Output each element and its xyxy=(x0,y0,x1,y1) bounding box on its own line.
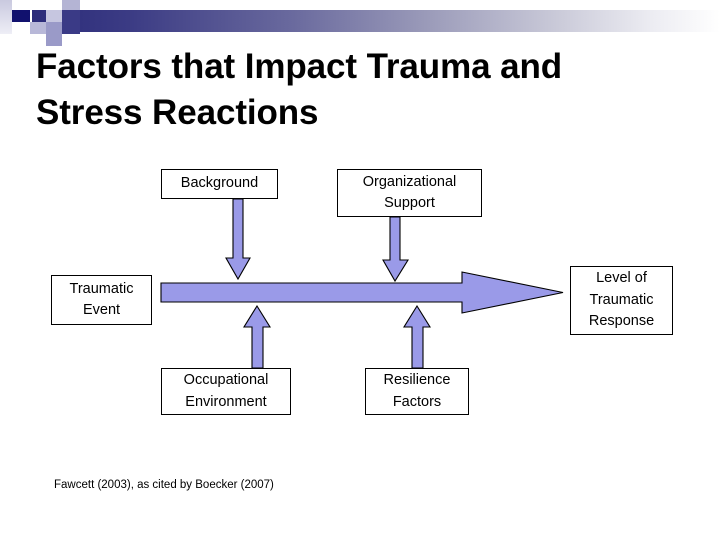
node-box-background[interactable]: Background xyxy=(161,169,278,199)
header-square-j xyxy=(30,34,46,46)
header-square-i xyxy=(62,10,80,34)
header-square-c xyxy=(12,0,30,10)
header-gradient-bar xyxy=(32,10,720,32)
header-square-g xyxy=(46,0,62,10)
arrow-background-down xyxy=(225,198,251,281)
header-square-l xyxy=(0,34,30,46)
node-box-organizational-support[interactable]: Organizational Support xyxy=(337,169,482,217)
header-square-a xyxy=(0,0,12,34)
node-box-traumatic-event[interactable]: Traumatic Event xyxy=(51,275,152,325)
arrow-organizational-down xyxy=(382,216,409,283)
node-box-resilience-factors[interactable]: Resilience Factors xyxy=(365,368,469,415)
header-square-f xyxy=(46,22,62,34)
arrow-resilience-up xyxy=(403,304,431,369)
header-square-h xyxy=(62,0,80,10)
header-square-b xyxy=(12,10,30,22)
header-square-d xyxy=(30,22,46,34)
header-square-e xyxy=(46,10,62,22)
header-square-k xyxy=(46,34,62,46)
header-decoration-band xyxy=(0,0,720,46)
node-box-level-of-traumatic-response[interactable]: Level of Traumatic Response xyxy=(570,266,673,335)
citation-text: Fawcett (2003), as cited by Boecker (200… xyxy=(54,479,274,491)
page-title: Factors that Impact Trauma and Stress Re… xyxy=(36,47,563,133)
arrow-main-flow xyxy=(160,271,564,314)
node-box-occupational-environment[interactable]: Occupational Environment xyxy=(161,368,291,415)
arrow-occupational-up xyxy=(243,304,271,369)
